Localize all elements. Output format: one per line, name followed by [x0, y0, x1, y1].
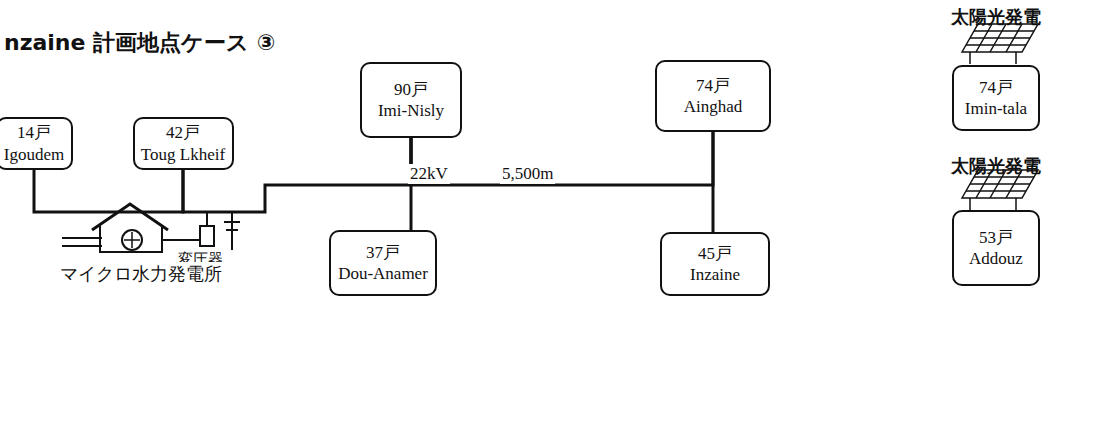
node-heading: 太陽光発電	[951, 154, 1041, 178]
household-count: 42戸	[166, 122, 200, 143]
solar-village-box: 太陽光発電74戸Imin-tala	[952, 65, 1040, 131]
village-name: 74戸	[979, 77, 1013, 98]
power-line	[34, 170, 183, 212]
diagram-title: nzaine 計画地点ケース ③	[4, 28, 275, 58]
village-name: Igoudem	[4, 144, 64, 165]
village-box: 90戸Imi-Nisly	[360, 62, 462, 138]
village-name: Imi-Nisly	[378, 100, 444, 121]
household-count: 74戸	[696, 75, 730, 96]
distance-label: 5,500m	[500, 164, 555, 184]
household-count: 90戸	[394, 79, 428, 100]
village-name: Dou-Anamer	[338, 263, 428, 284]
power-line	[712, 132, 715, 232]
household-count: 45戸	[698, 243, 732, 264]
voltage-label: 22kV	[408, 164, 450, 184]
household-count: 14戸	[17, 122, 51, 143]
village-box: 37戸Dou-Anamer	[329, 230, 437, 296]
solar-village-box: 太陽光発電53戸Addouz	[952, 210, 1040, 286]
village-name: Inzaine	[690, 264, 740, 285]
village-name: Ainghad	[684, 96, 743, 117]
village-box: 14戸Igoudem	[0, 117, 73, 170]
node-heading: 太陽光発電	[951, 5, 1041, 29]
village-name: Toug Lkheif	[141, 144, 225, 165]
village-box: 74戸Ainghad	[655, 60, 771, 132]
village-box: 42戸Toug Lkheif	[133, 117, 234, 170]
village-name: 53戸	[979, 227, 1013, 248]
household-count: 37戸	[366, 242, 400, 263]
village-name: Addouz	[969, 248, 1023, 269]
village-box: 45戸Inzaine	[660, 232, 770, 296]
solar-panel-icon	[962, 24, 1038, 64]
plant-label: マイクロ水力発電所	[58, 262, 224, 286]
power-line	[411, 132, 713, 185]
village-name: Imin-tala	[965, 98, 1027, 119]
